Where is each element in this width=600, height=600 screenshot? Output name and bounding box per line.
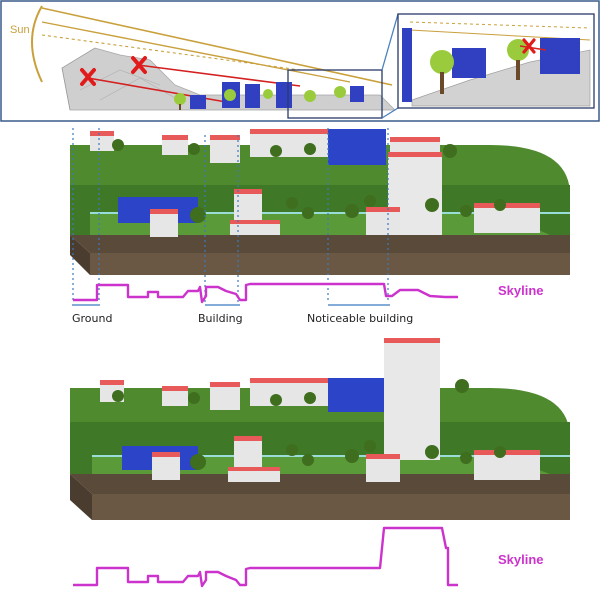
tree xyxy=(334,86,346,98)
ray-blocked-1 xyxy=(87,77,233,104)
city-scene-2 xyxy=(70,338,570,520)
skyline-2-line xyxy=(73,526,458,588)
sun-arc xyxy=(31,5,43,83)
tree xyxy=(174,93,186,110)
scene-2-render xyxy=(70,338,570,520)
tree xyxy=(304,90,316,102)
building xyxy=(350,86,364,102)
sun-label: Sun xyxy=(10,24,30,36)
sun-ray-3 xyxy=(41,34,301,71)
skyline-1-label: Skyline xyxy=(498,283,544,298)
annotation-building: Building xyxy=(198,312,243,325)
ray-blocked-2 xyxy=(137,64,301,87)
skyline-1-overlay xyxy=(72,128,458,306)
building xyxy=(245,84,260,108)
city-scene-1 xyxy=(70,125,570,275)
tree xyxy=(263,89,273,99)
tree xyxy=(430,50,454,94)
blocked-cross-1 xyxy=(80,68,96,86)
sun-ray-2 xyxy=(41,21,351,83)
scene-1-render xyxy=(70,129,570,275)
terrain-mesh xyxy=(61,47,396,111)
top-panel: Sun xyxy=(0,0,600,122)
building xyxy=(190,95,206,109)
annotation-noticeable-building: Noticeable building xyxy=(307,312,414,325)
blocked-cross-3 xyxy=(522,38,536,54)
skyline-1-line xyxy=(73,282,458,304)
skyline-2-label: Skyline xyxy=(498,552,544,567)
sun-ray-1 xyxy=(41,7,393,86)
sun-occlusion-diagram xyxy=(0,0,600,122)
zoom-region xyxy=(287,69,383,119)
tree xyxy=(224,89,236,101)
blocked-cross-2 xyxy=(131,56,147,74)
tree xyxy=(507,39,529,80)
annotation-ground: Ground xyxy=(72,312,113,325)
